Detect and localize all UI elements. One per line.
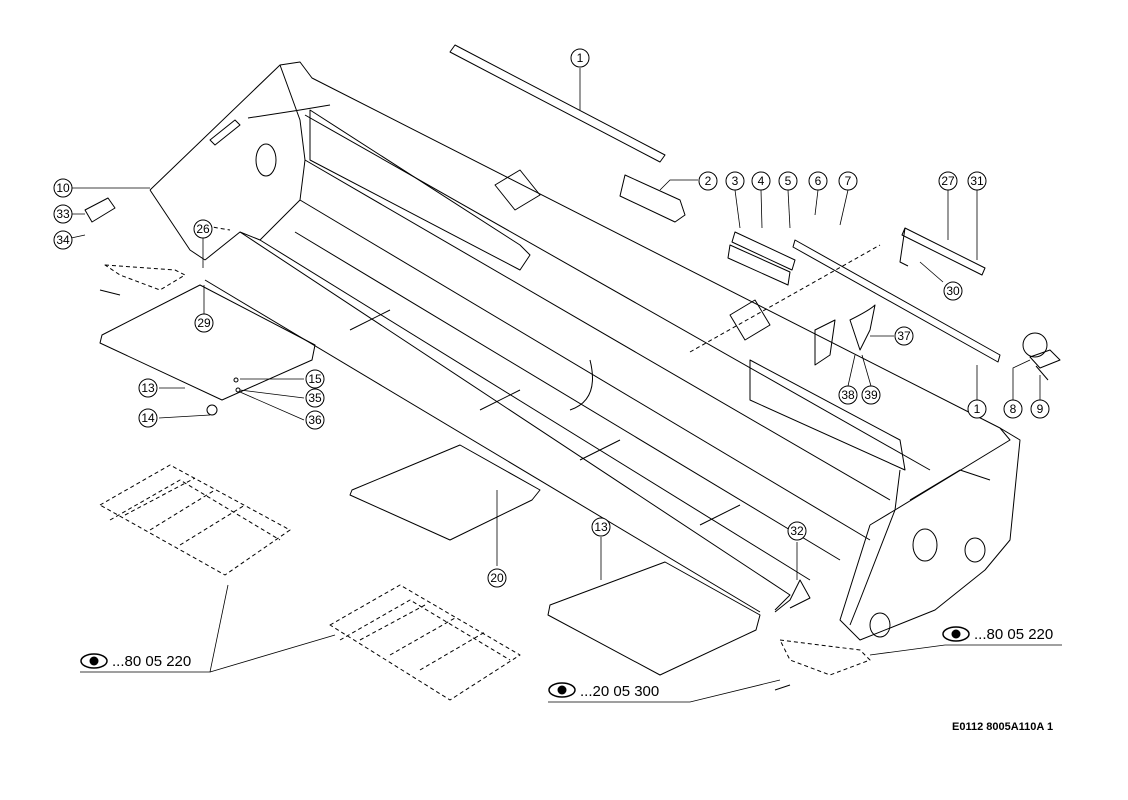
- svg-text:30: 30: [946, 284, 960, 298]
- svg-text:32: 32: [790, 524, 804, 538]
- header-frame-drawing: [84, 44, 1061, 701]
- svg-text:10: 10: [56, 181, 70, 195]
- svg-text:6: 6: [815, 174, 822, 188]
- callout-36[interactable]: 36: [305, 410, 325, 430]
- reference-left-label: ...80 05 220: [112, 653, 191, 670]
- svg-text:3: 3: [732, 174, 739, 188]
- svg-text:4: 4: [758, 174, 765, 188]
- callout-1-right[interactable]: 1: [967, 399, 987, 419]
- reference-bottom-label: ...20 05 300: [580, 683, 659, 700]
- svg-text:29: 29: [197, 316, 211, 330]
- callout-8[interactable]: 8: [1003, 399, 1023, 419]
- svg-text:14: 14: [141, 411, 155, 425]
- svg-text:5: 5: [785, 174, 792, 188]
- callout-9[interactable]: 9: [1030, 399, 1050, 419]
- callout-20[interactable]: 20: [487, 568, 507, 588]
- diagram-code: E0112 8005A110A 1: [952, 721, 1053, 733]
- svg-text:20: 20: [490, 571, 504, 585]
- svg-text:13: 13: [141, 381, 155, 395]
- svg-text:13: 13: [594, 520, 608, 534]
- leader-lines: [61, 68, 1062, 703]
- eye-icon: [942, 626, 970, 642]
- svg-text:36: 36: [308, 413, 322, 427]
- callout-38[interactable]: 38: [838, 385, 858, 405]
- svg-text:35: 35: [308, 391, 322, 405]
- callout-4[interactable]: 4: [751, 171, 771, 191]
- eye-icon: [548, 682, 576, 698]
- callout-13-bottom[interactable]: 13: [591, 517, 611, 537]
- callout-34[interactable]: 34: [53, 230, 73, 250]
- callout-3[interactable]: 3: [725, 171, 745, 191]
- callout-29[interactable]: 29: [194, 313, 214, 333]
- svg-text:37: 37: [897, 329, 911, 343]
- callout-31[interactable]: 31: [967, 171, 987, 191]
- callout-10[interactable]: 10: [53, 178, 73, 198]
- svg-text:15: 15: [308, 372, 322, 386]
- callout-5[interactable]: 5: [778, 171, 798, 191]
- callout-1-top[interactable]: 1: [570, 48, 590, 68]
- svg-text:8: 8: [1010, 402, 1017, 416]
- callout-37[interactable]: 37: [894, 326, 914, 346]
- callout-30[interactable]: 30: [943, 281, 963, 301]
- svg-text:1: 1: [974, 402, 981, 416]
- callout-14[interactable]: 14: [138, 408, 158, 428]
- reference-right-label: ...80 05 220: [974, 626, 1053, 643]
- svg-text:9: 9: [1037, 402, 1044, 416]
- eye-icon: [80, 653, 108, 669]
- svg-text:1: 1: [577, 51, 584, 65]
- callout-6[interactable]: 6: [808, 171, 828, 191]
- svg-text:39: 39: [864, 388, 878, 402]
- svg-text:33: 33: [56, 207, 70, 221]
- svg-text:26: 26: [196, 222, 210, 236]
- callout-7[interactable]: 7: [838, 171, 858, 191]
- reference-left[interactable]: ...80 05 220: [80, 653, 191, 670]
- callout-2[interactable]: 2: [698, 171, 718, 191]
- reference-bottom[interactable]: ...20 05 300: [548, 682, 659, 700]
- svg-text:31: 31: [970, 174, 984, 188]
- svg-text:7: 7: [845, 174, 852, 188]
- callout-13-left[interactable]: 13: [138, 378, 158, 398]
- svg-text:34: 34: [56, 233, 70, 247]
- reference-right[interactable]: ...80 05 220: [942, 626, 1053, 643]
- callout-26[interactable]: 26: [193, 219, 213, 239]
- callout-15[interactable]: 15: [305, 369, 325, 389]
- callout-33[interactable]: 33: [53, 204, 73, 224]
- callout-35[interactable]: 35: [305, 388, 325, 408]
- svg-text:38: 38: [841, 388, 855, 402]
- callout-32[interactable]: 32: [787, 521, 807, 541]
- callout-bubbles: 1 2 3 4 5 6 7 27 31 10 33 34 26 29 30 37…: [53, 48, 1050, 588]
- callout-39[interactable]: 39: [861, 385, 881, 405]
- svg-text:2: 2: [705, 174, 712, 188]
- callout-27[interactable]: 27: [938, 171, 958, 191]
- svg-text:27: 27: [941, 174, 955, 188]
